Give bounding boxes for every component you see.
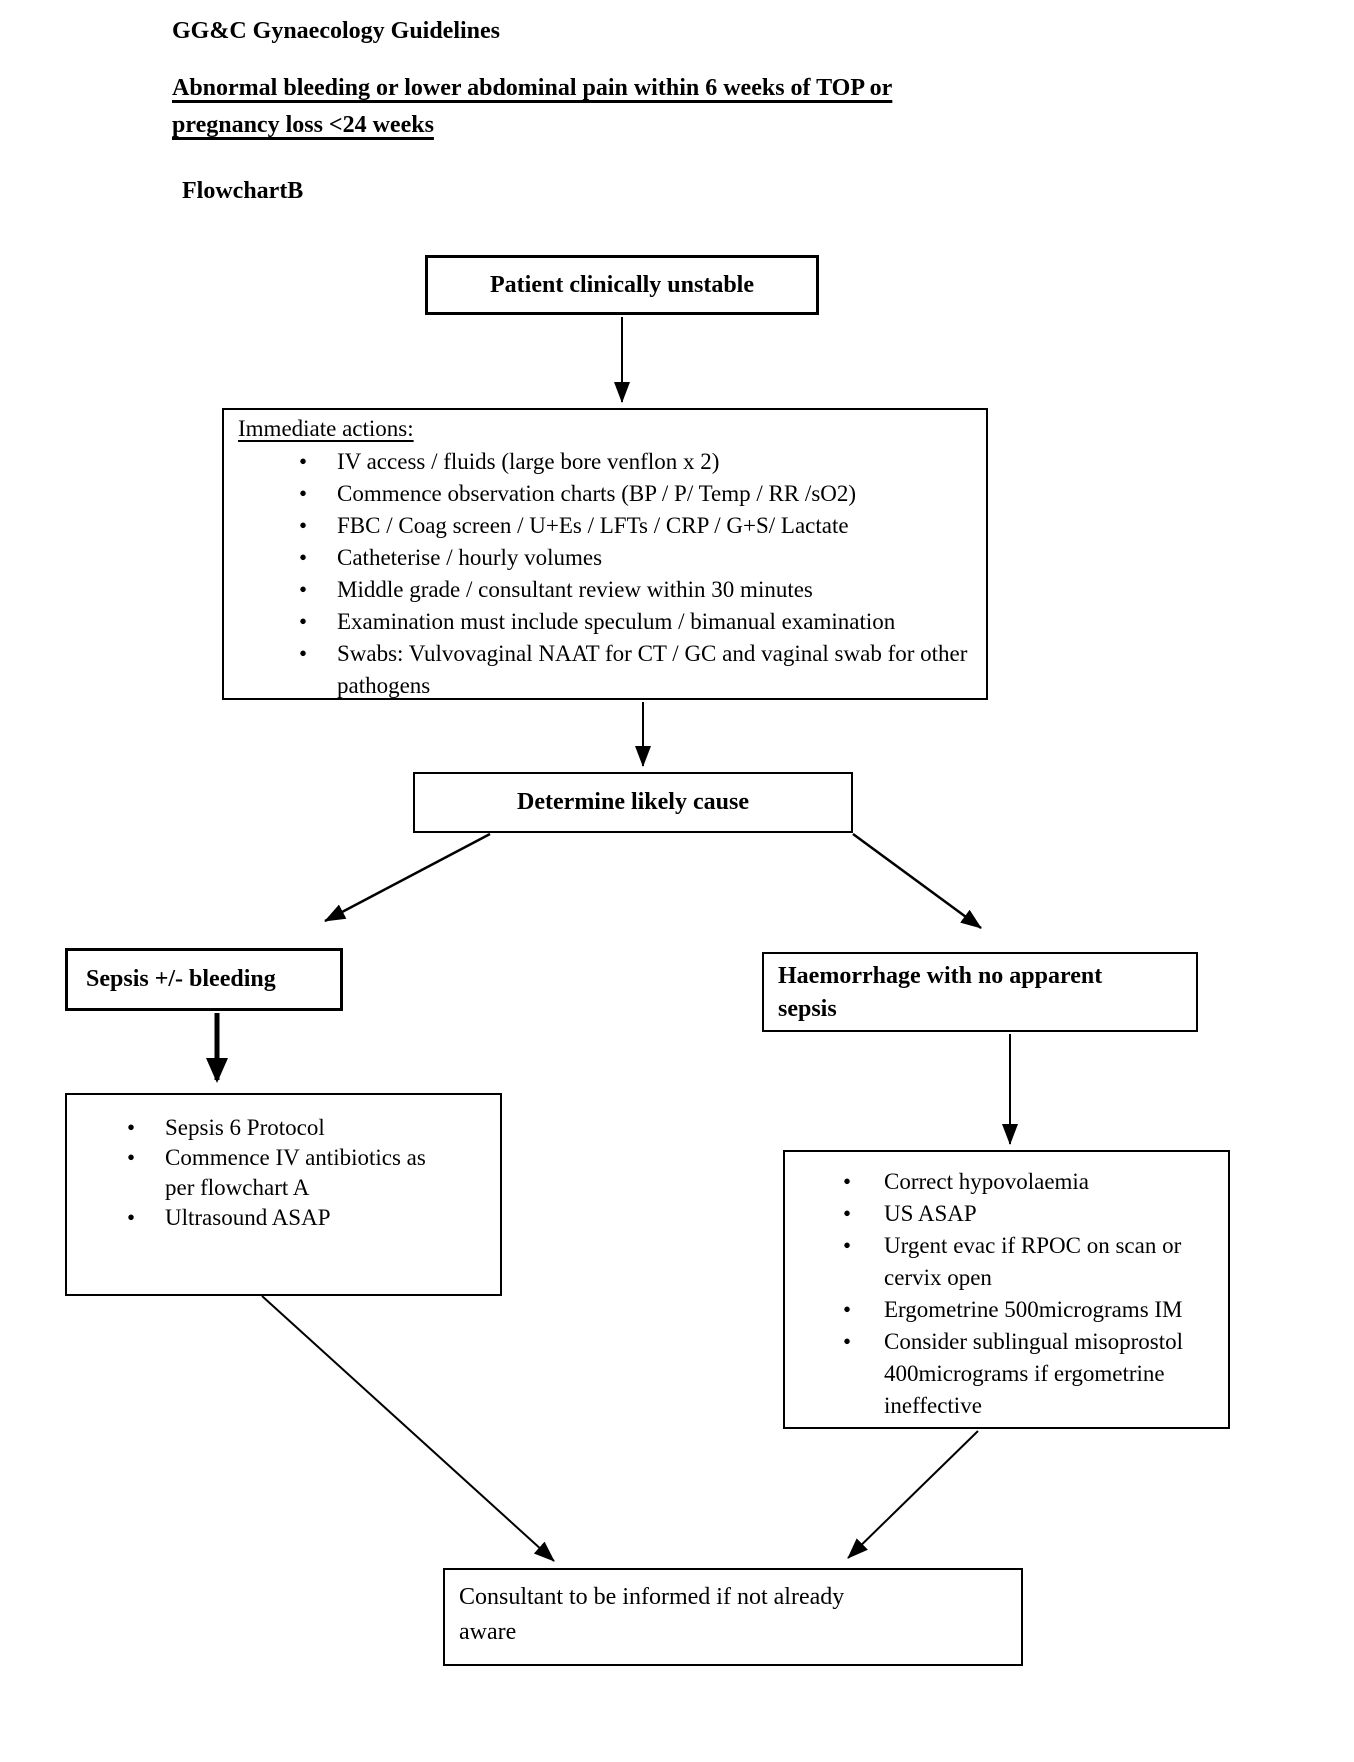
heading-line-1: Abnormal bleeding or lower abdominal pai… xyxy=(172,75,893,101)
haemorrhage-box-line-1: Haemorrhage with no apparent xyxy=(778,963,1103,989)
bullet-item: • US ASAP xyxy=(785,1198,1228,1230)
consultant-box-line-1: Consultant to be informed if not already xyxy=(459,1584,845,1610)
bullet-icon: • xyxy=(127,1115,136,1140)
bullet-icon: • xyxy=(299,577,308,602)
bullet-icon: • xyxy=(843,1201,852,1226)
bullet-item: • Catheterise / hourly volumes xyxy=(238,542,972,574)
bullet-text: Urgent evac if RPOC on scan or cervix op… xyxy=(884,1233,1182,1290)
bullet-text: Ultrasound ASAP xyxy=(165,1205,331,1230)
immediate-actions-list: • IV access / fluids (large bore venflon… xyxy=(238,446,972,702)
bullet-item: • Commence IV antibiotics as per flowcha… xyxy=(67,1143,500,1203)
page-heading: Abnormal bleeding or lower abdominal pai… xyxy=(172,70,892,144)
bullet-item: • IV access / fluids (large bore venflon… xyxy=(238,446,972,478)
bullet-text: IV access / fluids (large bore venflon x… xyxy=(337,449,720,474)
start-box: Patient clinically unstable xyxy=(425,255,819,315)
bullet-text: Catheterise / hourly volumes xyxy=(337,545,603,570)
sepsis-box-label: Sepsis +/- bleeding xyxy=(86,966,276,992)
bullet-item: • Sepsis 6 Protocol xyxy=(67,1113,500,1143)
bullet-icon: • xyxy=(299,641,308,666)
determine-cause-label: Determine likely cause xyxy=(517,789,749,815)
haemorrhage-box-line-2: sepsis xyxy=(778,996,837,1022)
bullet-icon: • xyxy=(299,449,308,474)
bullet-item: • Examination must include speculum / bi… xyxy=(238,606,972,638)
page-title: GG&C Gynaecology Guidelines xyxy=(172,18,501,44)
bullet-text: Sepsis 6 Protocol xyxy=(165,1115,325,1140)
start-box-label: Patient clinically unstable xyxy=(490,271,754,298)
haemorrhage-box: Haemorrhage with no apparent sepsis xyxy=(762,952,1198,1032)
bullet-text: US ASAP xyxy=(884,1201,977,1226)
bullet-item: • Commence observation charts (BP / P/ T… xyxy=(238,478,972,510)
bullet-icon: • xyxy=(299,481,308,506)
bullet-icon: • xyxy=(299,545,308,570)
haemorrhage-actions-list: • Correct hypovolaemia • US ASAP • Urgen… xyxy=(785,1166,1228,1422)
bullet-text: Ergometrine 500micrograms IM xyxy=(884,1297,1183,1322)
immediate-actions-box: Immediate actions: • IV access / fluids … xyxy=(222,408,988,700)
bullet-item: • Consider sublingual misoprostol 400mic… xyxy=(785,1326,1228,1422)
bullet-item: • FBC / Coag screen / U+Es / LFTs / CRP … xyxy=(238,510,972,542)
haemorrhage-actions-box: • Correct hypovolaemia • US ASAP • Urgen… xyxy=(783,1150,1230,1429)
heading-line-2: pregnancy loss <24 weeks xyxy=(172,112,434,138)
arrow-haemorrhage-actions-to-consultant xyxy=(847,1430,979,1559)
consultant-box: Consultant to be informed if not already… xyxy=(443,1568,1023,1666)
bullet-icon: • xyxy=(127,1205,136,1230)
bullet-item: • Correct hypovolaemia xyxy=(785,1166,1228,1198)
consultant-box-line-2: aware xyxy=(459,1619,517,1645)
bullet-icon: • xyxy=(843,1169,852,1194)
bullet-text: Swabs: Vulvovaginal NAAT for CT / GC and… xyxy=(337,641,968,698)
bullet-text: Examination must include speculum / bima… xyxy=(337,609,896,634)
bullet-text: FBC / Coag screen / U+Es / LFTs / CRP / … xyxy=(337,513,849,538)
immediate-actions-title: Immediate actions: xyxy=(238,416,414,441)
bullet-item: • Swabs: Vulvovaginal NAAT for CT / GC a… xyxy=(238,638,972,702)
bullet-icon: • xyxy=(843,1329,852,1354)
bullet-item: • Ultrasound ASAP xyxy=(67,1203,500,1233)
bullet-text: Commence IV antibiotics as per flowchart… xyxy=(165,1145,426,1200)
bullet-icon: • xyxy=(299,513,308,538)
bullet-icon: • xyxy=(843,1233,852,1258)
arrow-determine-to-haemorrhage xyxy=(852,832,982,930)
sepsis-actions-box: • Sepsis 6 Protocol • Commence IV antibi… xyxy=(65,1093,502,1296)
bullet-text: Correct hypovolaemia xyxy=(884,1169,1090,1194)
bullet-text: Consider sublingual misoprostol 400micro… xyxy=(884,1329,1183,1418)
arrow-sepsis-actions-to-consultant xyxy=(261,1295,555,1562)
bullet-text: Commence observation charts (BP / P/ Tem… xyxy=(337,481,857,506)
arrow-determine-to-sepsis xyxy=(324,832,491,923)
flowchart-label: FlowchartB xyxy=(182,178,304,204)
bullet-icon: • xyxy=(843,1297,852,1322)
determine-cause-box: Determine likely cause xyxy=(413,772,853,833)
bullet-icon: • xyxy=(299,609,308,634)
sepsis-actions-list: • Sepsis 6 Protocol • Commence IV antibi… xyxy=(67,1113,500,1233)
sepsis-box: Sepsis +/- bleeding xyxy=(65,948,343,1011)
bullet-item: • Ergometrine 500micrograms IM xyxy=(785,1294,1228,1326)
bullet-text: Middle grade / consultant review within … xyxy=(337,577,813,602)
bullet-icon: • xyxy=(127,1145,136,1170)
bullet-item: • Middle grade / consultant review withi… xyxy=(238,574,972,606)
bullet-item: • Urgent evac if RPOC on scan or cervix … xyxy=(785,1230,1228,1294)
